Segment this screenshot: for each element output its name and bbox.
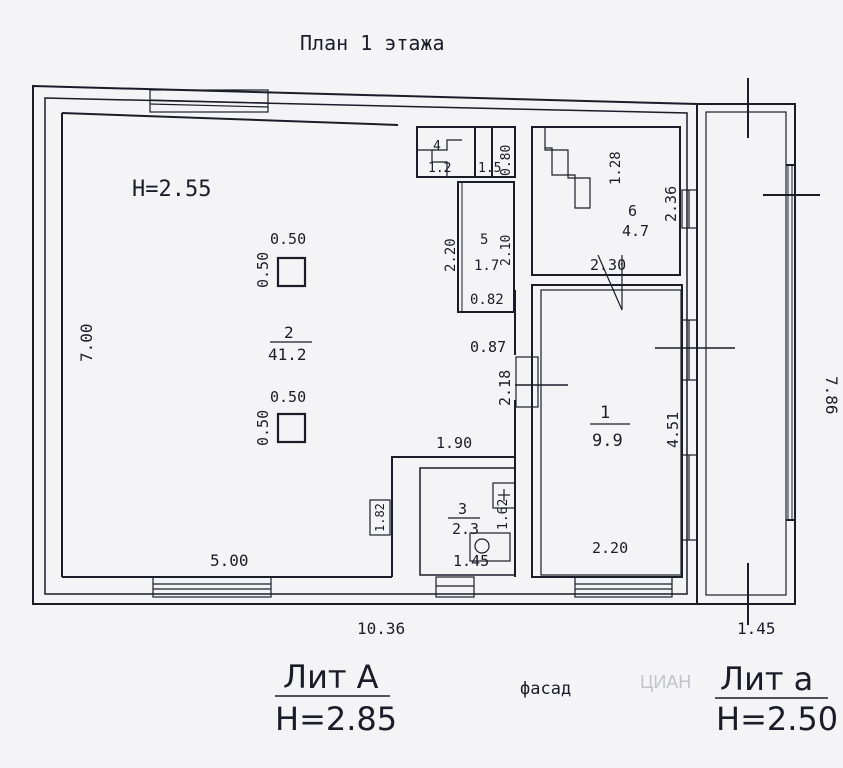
dim-room4-width: 1.5	[478, 161, 501, 176]
lit-a-small-height: H=2.50	[716, 700, 838, 738]
column-2-depth: 0.50	[254, 410, 272, 446]
side-windows	[681, 189, 698, 541]
room-5-area: 1.7	[474, 258, 499, 274]
dim-bath-bottom: 1.45	[453, 552, 489, 570]
dim-main-bottom: 5.00	[210, 551, 249, 570]
column-2	[276, 412, 307, 444]
room-2-number: 2	[284, 323, 294, 342]
legend: Лит А H=2.85 фасад Лит а H=2.50	[275, 658, 838, 738]
room-6-number: 6	[628, 202, 637, 220]
veranda-walls	[696, 78, 820, 625]
facade-label: фасад	[520, 679, 571, 699]
room-3-number: 3	[458, 500, 467, 518]
room-1-area: 9.9	[592, 431, 623, 451]
room-4-area: 1.2	[428, 161, 451, 176]
column-1-width: 0.50	[270, 230, 306, 248]
room-1-number: 1	[600, 403, 610, 423]
plan-title: План 1 этажа	[300, 31, 445, 55]
dim-room5-width: 0.82	[470, 292, 504, 308]
inner-walls	[369, 126, 735, 578]
room-2-area: 41.2	[268, 345, 307, 364]
column-1	[276, 256, 307, 288]
dim-corridor: 0.87	[470, 338, 506, 356]
column-2-width: 0.50	[270, 388, 306, 406]
dim-room1-width: 2.20	[592, 539, 628, 557]
ceiling-height-main: H=2.55	[132, 177, 211, 202]
bottom-windows	[152, 576, 673, 598]
column-1-depth: 0.50	[254, 252, 272, 288]
dim-main-depth: 7.00	[77, 323, 96, 362]
dim-bath-width: 1.90	[436, 434, 472, 452]
room-6-area: 4.7	[622, 222, 649, 240]
dim-veranda-width: 1.45	[737, 619, 776, 638]
dim-room1-depth: 4.51	[664, 412, 682, 448]
watermark-logo: ЦИАН	[640, 672, 691, 692]
dim-room6-width: 2.30	[590, 256, 626, 274]
lit-a-height: H=2.85	[275, 700, 397, 738]
dim-total-length: 10.36	[357, 619, 405, 638]
dim-total-width: 7.86	[822, 376, 841, 415]
dim-room5-left: 2.20	[443, 238, 459, 272]
dim-room6-depth: 2.36	[662, 186, 680, 222]
room-5-number: 5	[480, 232, 488, 248]
dim-room4-depth: 0.80	[499, 145, 514, 176]
outer-walls	[32, 84, 698, 605]
dim-bath-depth: 1.62	[496, 499, 511, 530]
top-windows	[149, 89, 269, 113]
room-3-area: 2.3	[452, 520, 479, 538]
room-4-number: 4	[433, 139, 441, 154]
dim-bath-wall: 1.82	[373, 503, 387, 532]
columns	[276, 256, 307, 444]
dim-room6-stair: 1.28	[608, 151, 624, 185]
lit-a-label: Лит А	[283, 658, 379, 696]
lit-a-small-label: Лит а	[720, 660, 813, 698]
dim-room5-right: 2.10	[499, 235, 514, 266]
dim-doorway: 2.18	[496, 370, 514, 406]
